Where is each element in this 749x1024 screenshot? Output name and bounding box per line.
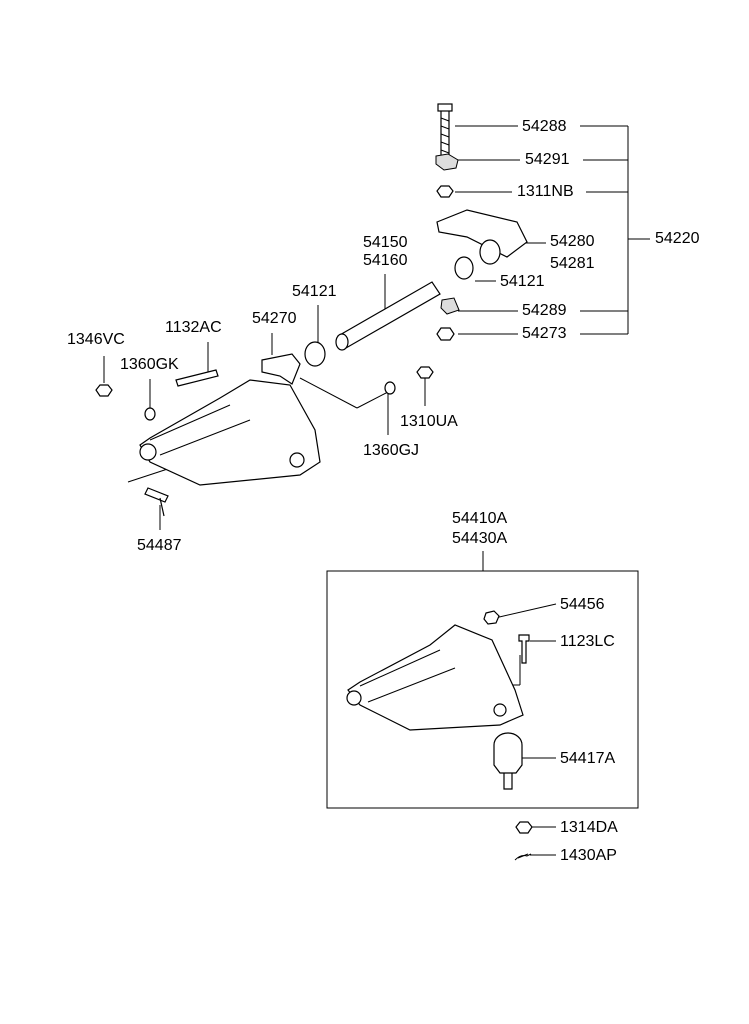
bolt-1132AC bbox=[175, 369, 219, 387]
label-1310UA: 1310UA bbox=[400, 413, 458, 430]
label-54270: 54270 bbox=[252, 310, 297, 327]
bracket-54270 bbox=[261, 353, 301, 385]
shaft-bracket-54280 bbox=[436, 209, 528, 258]
label-54121-right: 54121 bbox=[500, 273, 545, 290]
bushing-54281 bbox=[479, 239, 501, 265]
nut-54456 bbox=[483, 610, 500, 625]
assembly-box bbox=[326, 570, 639, 809]
shaft-54150 bbox=[337, 281, 441, 349]
label-54288: 54288 bbox=[522, 118, 567, 135]
label-54289: 54289 bbox=[522, 302, 567, 319]
plate-54291 bbox=[435, 153, 459, 171]
washer-1360GJ bbox=[384, 381, 396, 395]
label-1123LC: 1123LC bbox=[560, 633, 615, 650]
label-54160: 54160 bbox=[363, 252, 408, 269]
label-54121-left: 54121 bbox=[292, 283, 337, 300]
bolt-1123LC bbox=[518, 634, 530, 664]
bolt-54288 bbox=[437, 103, 453, 161]
nut-1346VC bbox=[95, 384, 113, 397]
label-1314DA: 1314DA bbox=[560, 819, 618, 836]
shim-54289 bbox=[440, 297, 460, 315]
label-54273: 54273 bbox=[522, 325, 567, 342]
label-54456: 54456 bbox=[560, 596, 605, 613]
label-1346VC: 1346VC bbox=[67, 331, 125, 348]
nut-54273 bbox=[436, 327, 455, 341]
upper-control-arm bbox=[139, 379, 321, 486]
label-1430AP: 1430AP bbox=[560, 847, 617, 864]
label-1360GJ: 1360GJ bbox=[363, 442, 420, 459]
label-54291: 54291 bbox=[525, 151, 570, 168]
nut-1310UA bbox=[416, 366, 434, 379]
leader-lines bbox=[103, 125, 650, 856]
label-54487: 54487 bbox=[137, 537, 182, 554]
label-54410A: 54410A bbox=[452, 510, 508, 527]
label-54150: 54150 bbox=[363, 234, 408, 251]
bushing-54121-right bbox=[454, 256, 474, 280]
bolt-54487 bbox=[144, 487, 169, 517]
washer-1360GK bbox=[144, 407, 156, 421]
label-1132AC: 1132AC bbox=[165, 319, 222, 336]
ball-joint-54417A bbox=[493, 732, 523, 790]
label-54430A: 54430A bbox=[452, 530, 508, 547]
label-54280: 54280 bbox=[550, 233, 595, 250]
nut-1311NB bbox=[436, 185, 454, 198]
pin-1430AP bbox=[514, 853, 532, 861]
label-54417A: 54417A bbox=[560, 750, 616, 767]
bushing-54121-left bbox=[304, 341, 326, 367]
label-1311NB: 1311NB bbox=[517, 183, 574, 200]
label-1360GK: 1360GK bbox=[120, 356, 179, 373]
label-54281: 54281 bbox=[550, 255, 595, 272]
nut-1314DA bbox=[515, 821, 533, 834]
control-arm-assembly bbox=[347, 624, 524, 731]
label-54220: 54220 bbox=[655, 230, 700, 247]
